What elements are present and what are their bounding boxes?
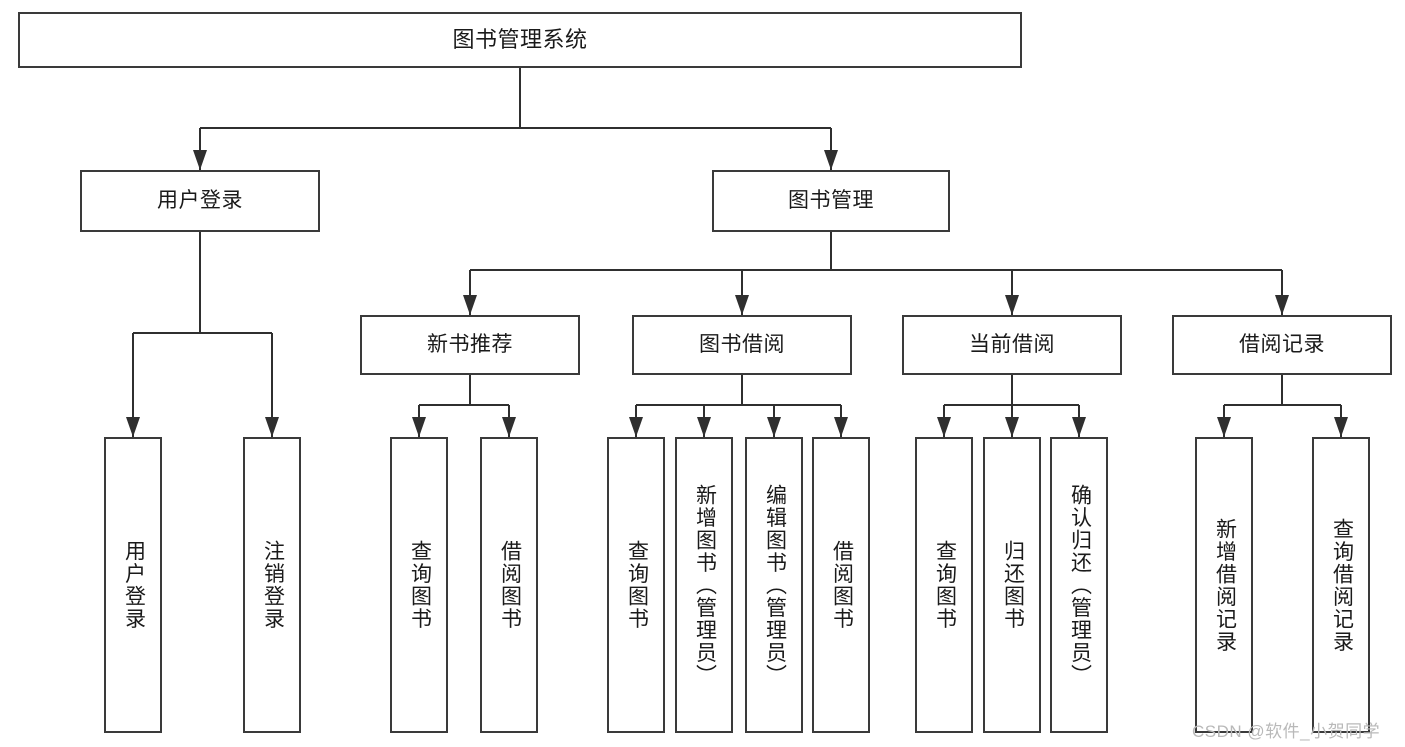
arrowhead-book-borrow-to-leaf-edit-book bbox=[767, 417, 781, 437]
node-leaf-borrow-book-2[interactable]: 借阅图书 bbox=[812, 437, 870, 733]
node-label-leaf-borrow-book-1: 借阅图书 bbox=[498, 540, 522, 630]
arrowhead-book-manage-to-book-borrow bbox=[735, 295, 749, 315]
node-new-book-rec[interactable]: 新书推荐 bbox=[360, 315, 580, 375]
node-label-leaf-return-book: 归还图书 bbox=[1001, 540, 1025, 630]
arrowhead-new-book-rec-to-leaf-query-book-1 bbox=[412, 417, 426, 437]
node-label-current-borrow: 当前借阅 bbox=[969, 333, 1055, 357]
node-label-leaf-borrow-book-2: 借阅图书 bbox=[830, 540, 854, 630]
node-label-leaf-logout: 注销登录 bbox=[261, 540, 285, 630]
arrowhead-book-borrow-to-leaf-borrow-book-2 bbox=[834, 417, 848, 437]
node-label-new-book-rec: 新书推荐 bbox=[427, 333, 513, 357]
node-book-manage[interactable]: 图书管理 bbox=[712, 170, 950, 232]
arrowhead-book-manage-to-new-book-rec bbox=[463, 295, 477, 315]
node-label-root: 图书管理系统 bbox=[452, 26, 588, 52]
watermark-text: CSDN @软件_小贺同学 bbox=[1192, 722, 1381, 741]
arrowhead-book-borrow-to-leaf-add-book bbox=[697, 417, 711, 437]
node-label-book-borrow: 图书借阅 bbox=[699, 333, 785, 357]
node-leaf-add-record[interactable]: 新增借阅记录 bbox=[1195, 437, 1253, 733]
node-borrow-record[interactable]: 借阅记录 bbox=[1172, 315, 1392, 375]
arrowhead-current-borrow-to-leaf-return-book bbox=[1005, 417, 1019, 437]
node-leaf-confirm-return[interactable]: 确认归还（管理员） bbox=[1050, 437, 1108, 733]
arrowhead-root-to-user-login bbox=[193, 150, 207, 170]
node-leaf-edit-book[interactable]: 编辑图书（管理员） bbox=[745, 437, 803, 733]
node-root[interactable]: 图书管理系统 bbox=[18, 12, 1022, 68]
arrowhead-borrow-record-to-leaf-query-record bbox=[1334, 417, 1348, 437]
node-leaf-return-book[interactable]: 归还图书 bbox=[983, 437, 1041, 733]
arrowhead-book-manage-to-borrow-record bbox=[1275, 295, 1289, 315]
arrowhead-user-login-to-leaf-logout bbox=[265, 417, 279, 437]
node-label-leaf-add-book: 新增图书（管理员） bbox=[693, 483, 717, 687]
node-leaf-add-book[interactable]: 新增图书（管理员） bbox=[675, 437, 733, 733]
arrowhead-new-book-rec-to-leaf-borrow-book-1 bbox=[502, 417, 516, 437]
node-current-borrow[interactable]: 当前借阅 bbox=[902, 315, 1122, 375]
node-leaf-logout[interactable]: 注销登录 bbox=[243, 437, 301, 733]
node-leaf-borrow-book-1[interactable]: 借阅图书 bbox=[480, 437, 538, 733]
node-label-leaf-user-login: 用户登录 bbox=[122, 540, 146, 630]
arrowhead-user-login-to-leaf-user-login bbox=[126, 417, 140, 437]
node-book-borrow[interactable]: 图书借阅 bbox=[632, 315, 852, 375]
arrowhead-borrow-record-to-leaf-add-record bbox=[1217, 417, 1231, 437]
arrowhead-book-manage-to-current-borrow bbox=[1005, 295, 1019, 315]
node-label-leaf-query-record: 查询借阅记录 bbox=[1330, 517, 1354, 653]
node-user-login[interactable]: 用户登录 bbox=[80, 170, 320, 232]
arrowhead-current-borrow-to-leaf-confirm-return bbox=[1072, 417, 1086, 437]
node-leaf-query-book-2[interactable]: 查询图书 bbox=[607, 437, 665, 733]
node-label-leaf-edit-book: 编辑图书（管理员） bbox=[763, 483, 787, 687]
node-leaf-query-record[interactable]: 查询借阅记录 bbox=[1312, 437, 1370, 733]
arrowhead-root-to-book-manage bbox=[824, 150, 838, 170]
node-label-leaf-query-book-1: 查询图书 bbox=[408, 540, 432, 630]
arrowhead-current-borrow-to-leaf-query-book-3 bbox=[937, 417, 951, 437]
node-leaf-user-login[interactable]: 用户登录 bbox=[104, 437, 162, 733]
node-label-leaf-add-record: 新增借阅记录 bbox=[1213, 517, 1237, 653]
node-leaf-query-book-1[interactable]: 查询图书 bbox=[390, 437, 448, 733]
node-label-borrow-record: 借阅记录 bbox=[1239, 333, 1325, 357]
node-label-book-manage: 图书管理 bbox=[788, 189, 874, 213]
node-label-user-login: 用户登录 bbox=[157, 189, 243, 213]
node-label-leaf-confirm-return: 确认归还（管理员） bbox=[1068, 483, 1092, 687]
node-label-leaf-query-book-3: 查询图书 bbox=[933, 540, 957, 630]
arrowhead-book-borrow-to-leaf-query-book-2 bbox=[629, 417, 643, 437]
node-label-leaf-query-book-2: 查询图书 bbox=[625, 540, 649, 630]
node-leaf-query-book-3[interactable]: 查询图书 bbox=[915, 437, 973, 733]
